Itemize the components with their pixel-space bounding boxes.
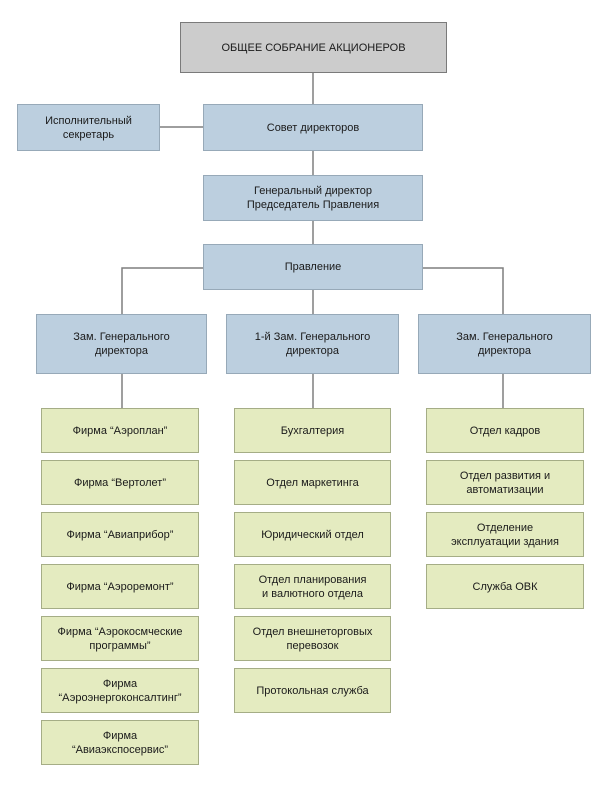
department-box: Протокольная служба (234, 668, 391, 713)
connector-management-left (121, 267, 203, 314)
shareholders-meeting-box: ОБЩЕЕ СОБРАНИЕ АКЦИОНЕРОВ (180, 22, 447, 73)
executive-secretary-box: Исполнительный секретарь (17, 104, 160, 151)
firm-box: Фирма “Аэроремонт” (41, 564, 199, 609)
firm-box: Фирма “Вертолет” (41, 460, 199, 505)
department-box: Служба ОВК (426, 564, 584, 609)
board-of-directors-box: Совет директоров (203, 104, 423, 151)
management-board-box: Правление (203, 244, 423, 290)
firm-box: Фирма “Аэрокосмческие программы” (41, 616, 199, 661)
department-box: Юридический отдел (234, 512, 391, 557)
department-box: Отдел маркетинга (234, 460, 391, 505)
connector-management-right (423, 267, 504, 314)
deputy-director-right-box: Зам. Генерального директора (418, 314, 591, 374)
department-box: Отдел развития и автоматизации (426, 460, 584, 505)
department-box: Бухгалтерия (234, 408, 391, 453)
deputy-director-left-box: Зам. Генерального директора (36, 314, 207, 374)
department-box: Отделение эксплуатации здания (426, 512, 584, 557)
department-box: Отдел планирования и валютного отдела (234, 564, 391, 609)
first-deputy-director-box: 1-й Зам. Генерального директора (226, 314, 399, 374)
department-box: Отдел внешнеторговых перевозок (234, 616, 391, 661)
firm-box: Фирма “Аэроэнергоконсалтинг” (41, 668, 199, 713)
firm-box: Фирма “Авиаэкспосервис” (41, 720, 199, 765)
general-director-box: Генеральный директор Председатель Правле… (203, 175, 423, 221)
department-box: Отдел кадров (426, 408, 584, 453)
firm-box: Фирма “Авиаприбор” (41, 512, 199, 557)
firm-box: Фирма “Аэроплан” (41, 408, 199, 453)
